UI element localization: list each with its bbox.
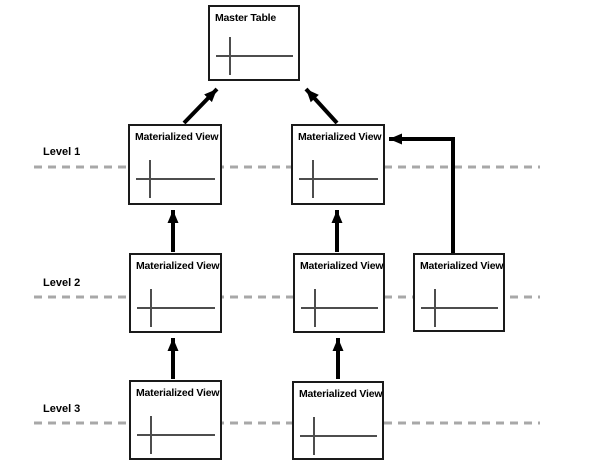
- node-mv-level3-middle-label: Materialized View: [299, 388, 383, 400]
- node-mv-level1-left-label: Materialized View: [135, 131, 219, 143]
- edge-mv-l1-a-to-master: [182, 87, 219, 125]
- node-mv-level1-right-label: Materialized View: [298, 131, 382, 143]
- node-mv-level2-middle-label: Materialized View: [300, 260, 384, 272]
- table-icon: [216, 35, 293, 77]
- node-mv-level2-left-label: Materialized View: [136, 260, 220, 272]
- level-3-label: Level 3: [43, 403, 81, 415]
- node-mv-level3-left: Materialized View: [129, 380, 222, 460]
- node-mv-level3-left-label: Materialized View: [136, 387, 220, 399]
- table-icon: [137, 287, 215, 329]
- node-mv-level3-middle: Materialized View: [292, 381, 384, 460]
- node-mv-level2-middle: Materialized View: [293, 253, 385, 333]
- edge-mv-l2-c-to-mv-l1-b: [389, 133, 455, 253]
- table-icon: [299, 158, 378, 200]
- table-icon: [137, 414, 215, 456]
- node-master-table-label: Master Table: [215, 12, 277, 24]
- node-master-table: Master Table: [208, 5, 300, 81]
- node-mv-level1-left: Materialized View: [128, 124, 222, 205]
- edge-mv-l1-b-to-master: [304, 87, 339, 125]
- level-1-label: Level 1: [43, 146, 81, 158]
- table-icon: [300, 415, 377, 457]
- table-icon: [421, 287, 498, 329]
- table-icon: [136, 158, 215, 200]
- node-mv-level2-left: Materialized View: [129, 253, 222, 333]
- node-mv-level2-right-label: Materialized View: [420, 260, 504, 272]
- node-mv-level2-right: Materialized View: [413, 253, 505, 332]
- level-2-label: Level 2: [43, 277, 81, 289]
- table-icon: [301, 287, 378, 329]
- node-mv-level1-right: Materialized View: [291, 124, 385, 205]
